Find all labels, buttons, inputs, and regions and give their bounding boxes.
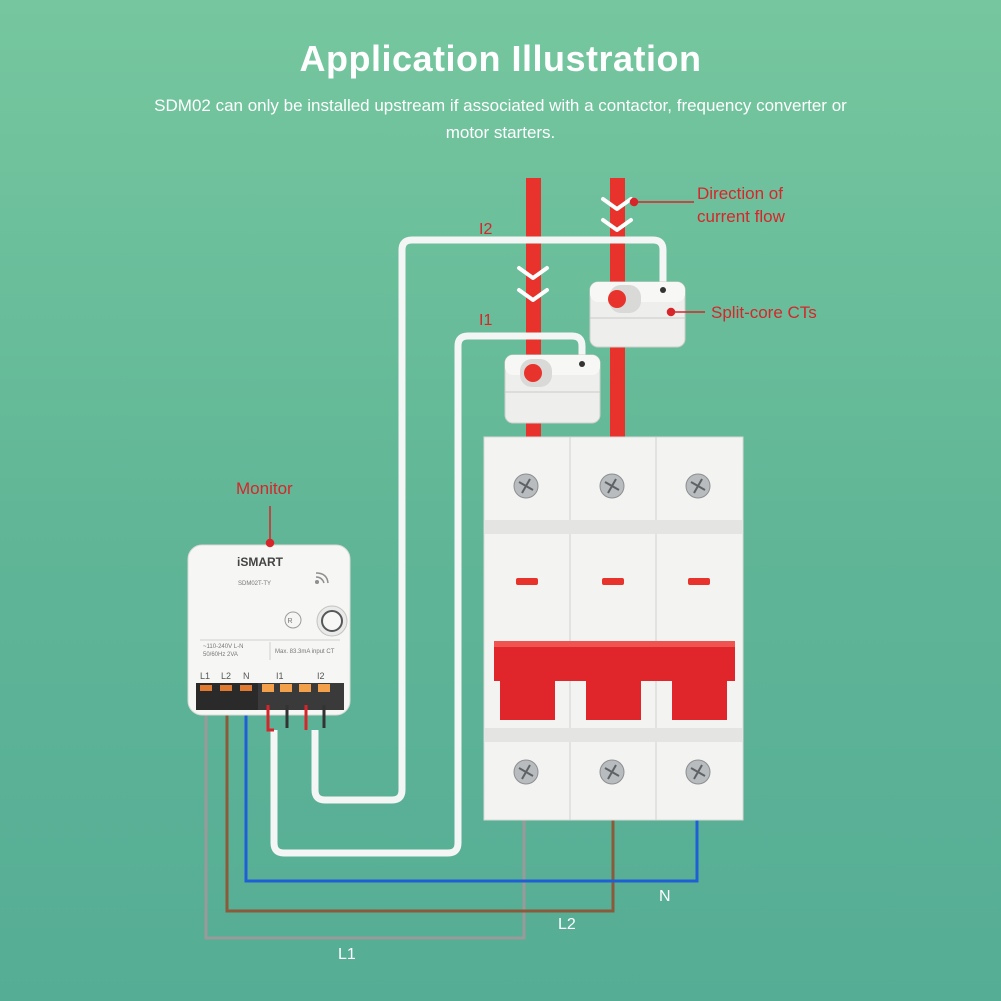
- ct-cable-i2: [311, 236, 667, 804]
- device-input-ct: Max. 83.3mA input CT: [275, 649, 335, 655]
- l2-label: L2: [558, 916, 576, 933]
- l1-label: L1: [338, 946, 356, 963]
- circuit-breaker: [483, 436, 744, 821]
- i1-label: I1: [479, 312, 492, 329]
- callout-pointers: [265, 197, 705, 548]
- l2-wire: [225, 708, 615, 913]
- device-rating: ~110-240V L-N: [203, 644, 243, 650]
- device-model: SDM02T-TY: [238, 581, 271, 587]
- split-core-label: Split-core CTs: [711, 303, 817, 322]
- terminal-i1: I1: [276, 671, 284, 681]
- terminal-l2: L2: [221, 671, 231, 681]
- direction-label-line2: current flow: [697, 207, 786, 226]
- device-rating-2: 50/60Hz 2VA: [203, 652, 238, 658]
- split-core-ct-i2: [589, 281, 686, 348]
- page-title: Application Illustration: [299, 38, 702, 79]
- direction-chevrons: [517, 197, 633, 302]
- split-core-ct-i1: [504, 354, 601, 424]
- l1-wire: [204, 708, 526, 940]
- terminal-i2: I2: [317, 671, 325, 681]
- n-label: N: [659, 888, 671, 905]
- terminal-l1: L1: [200, 671, 210, 681]
- page-subtitle: SDM02 can only be installed upstream if …: [154, 96, 847, 142]
- device-reset-label: R: [287, 618, 292, 625]
- direction-label-line1: Direction of: [697, 184, 783, 203]
- monitor-label: Monitor: [236, 479, 293, 498]
- terminal-n: N: [243, 671, 250, 681]
- n-wire: [244, 708, 699, 883]
- reset-icon: [284, 611, 302, 629]
- breaker-screws: [513, 473, 711, 785]
- i2-label: I2: [479, 221, 492, 238]
- ct-leads: [266, 705, 326, 732]
- wifi-icon: [314, 572, 329, 585]
- device-brand: iSMART: [237, 555, 284, 569]
- monitor-device: [187, 544, 351, 716]
- ct-cable-i1: [270, 332, 586, 857]
